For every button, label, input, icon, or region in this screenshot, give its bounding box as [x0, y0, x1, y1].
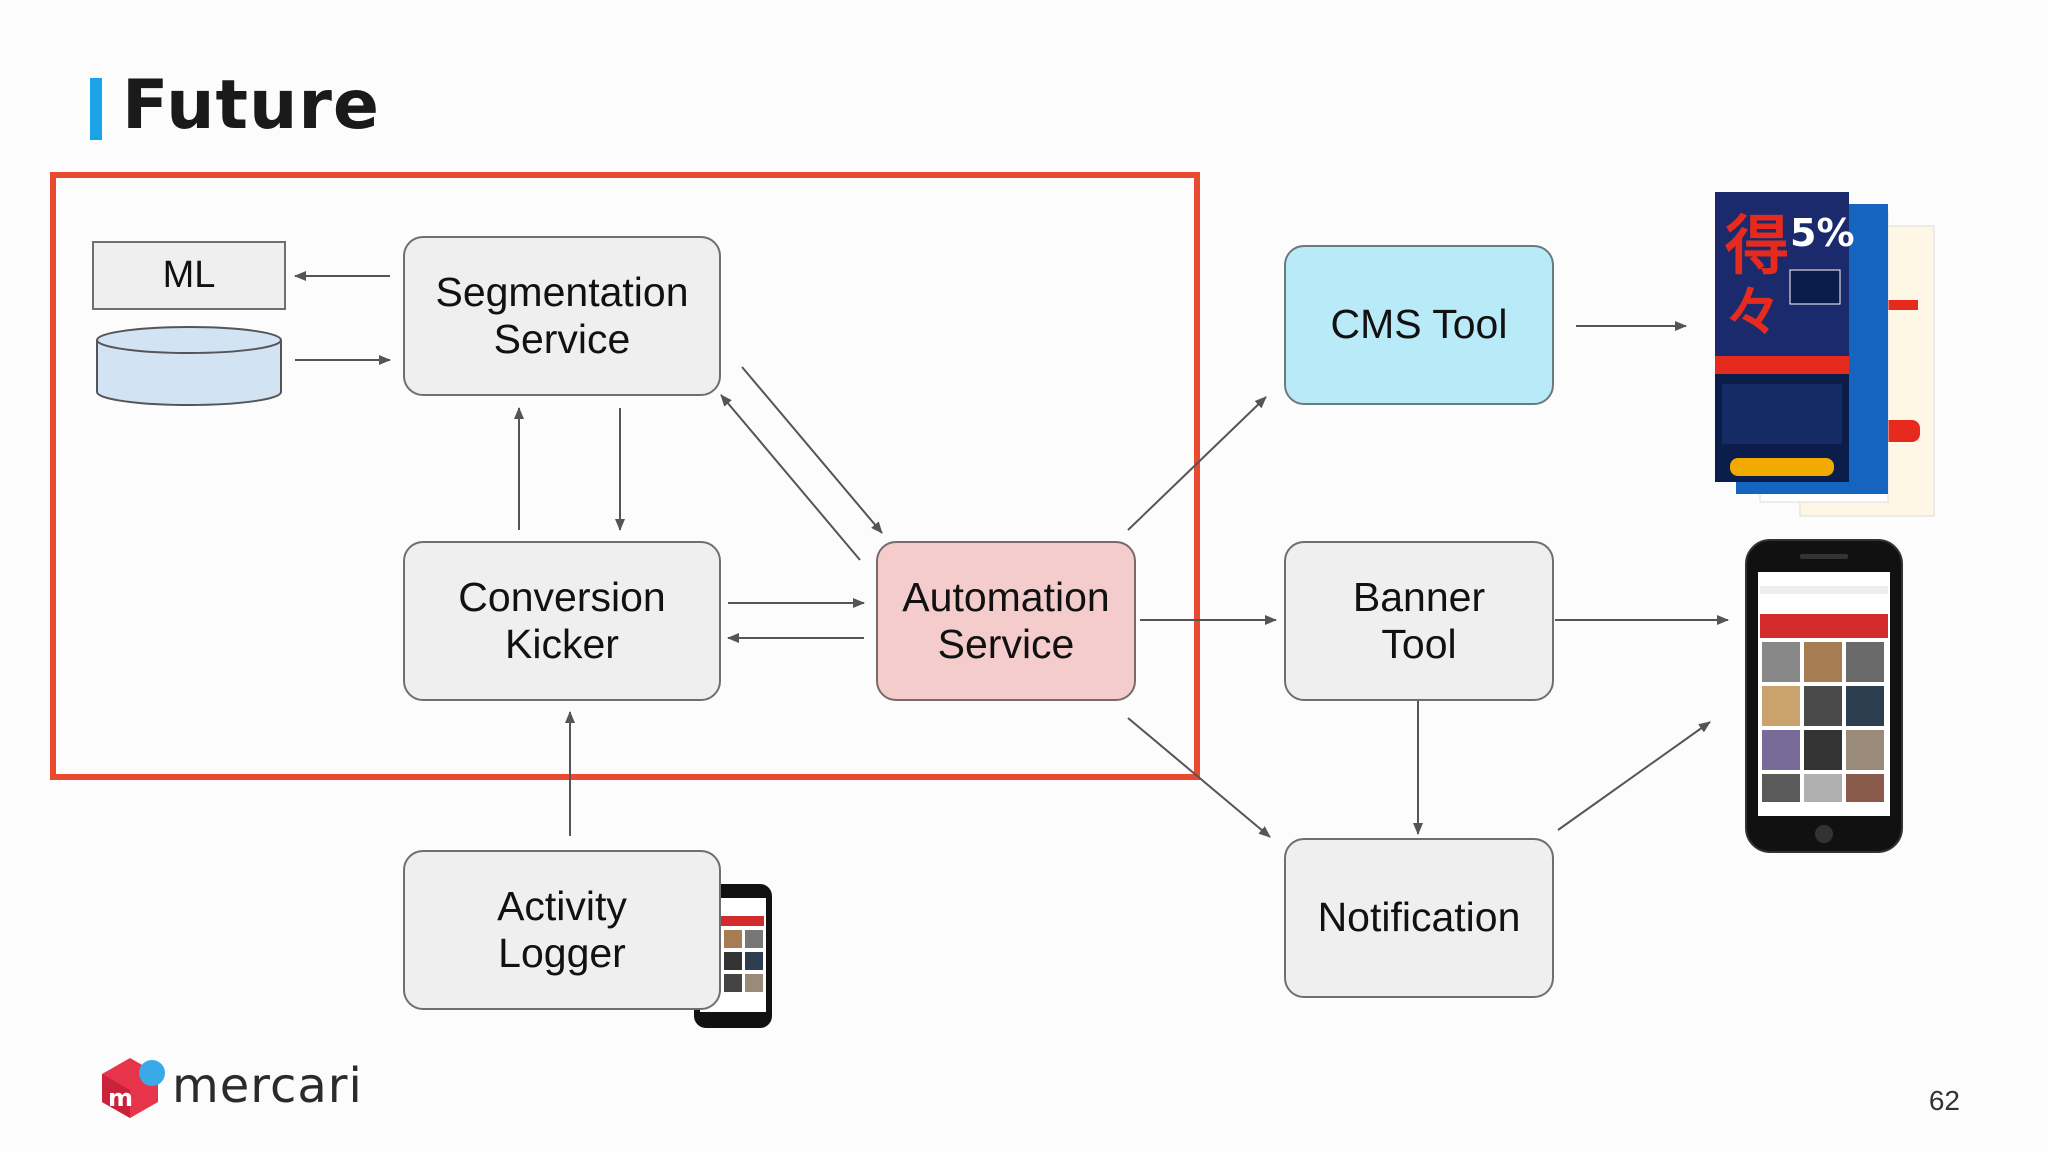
- database-cylinder-icon: [96, 326, 282, 406]
- smartphone-icon: [1745, 539, 1903, 853]
- mercari-logo-text: mercari: [172, 1058, 363, 1114]
- segmentation-service-node: Segmentation Service: [403, 236, 721, 396]
- svg-text:得: 得: [1725, 210, 1789, 284]
- arrow-seg-to-auto: [741, 366, 883, 534]
- conversion-kicker-node: Conversion Kicker: [403, 541, 721, 701]
- arrow-auto-to-cms: [1127, 396, 1267, 531]
- arrow-auto-to-seg: [720, 394, 861, 561]
- cms-tool-node: CMS Tool: [1284, 245, 1554, 405]
- page-number: 62: [1928, 1085, 1960, 1116]
- automation-service-node: Automation Service: [876, 541, 1136, 701]
- svg-text:々: 々: [1725, 281, 1781, 346]
- arrow-notification-to-phone: [1557, 721, 1711, 831]
- activity-logger-node: Activity Logger: [403, 850, 721, 1010]
- title-accent-bar: [90, 78, 102, 140]
- mercari-cube-logo: m: [102, 1058, 165, 1118]
- banner-tool-node: Banner Tool: [1284, 541, 1554, 701]
- svg-text:5%: 5%: [1790, 211, 1855, 255]
- highlight-region: [50, 172, 1200, 780]
- ml-node: ML: [92, 241, 286, 310]
- logo-mark-letter: m: [108, 1084, 133, 1112]
- slide-title: Future: [122, 66, 381, 145]
- campaign-poster-stack: 得 々 5%: [1715, 192, 1935, 517]
- arrow-auto-to-notification: [1127, 717, 1271, 838]
- notification-node: Notification: [1284, 838, 1554, 998]
